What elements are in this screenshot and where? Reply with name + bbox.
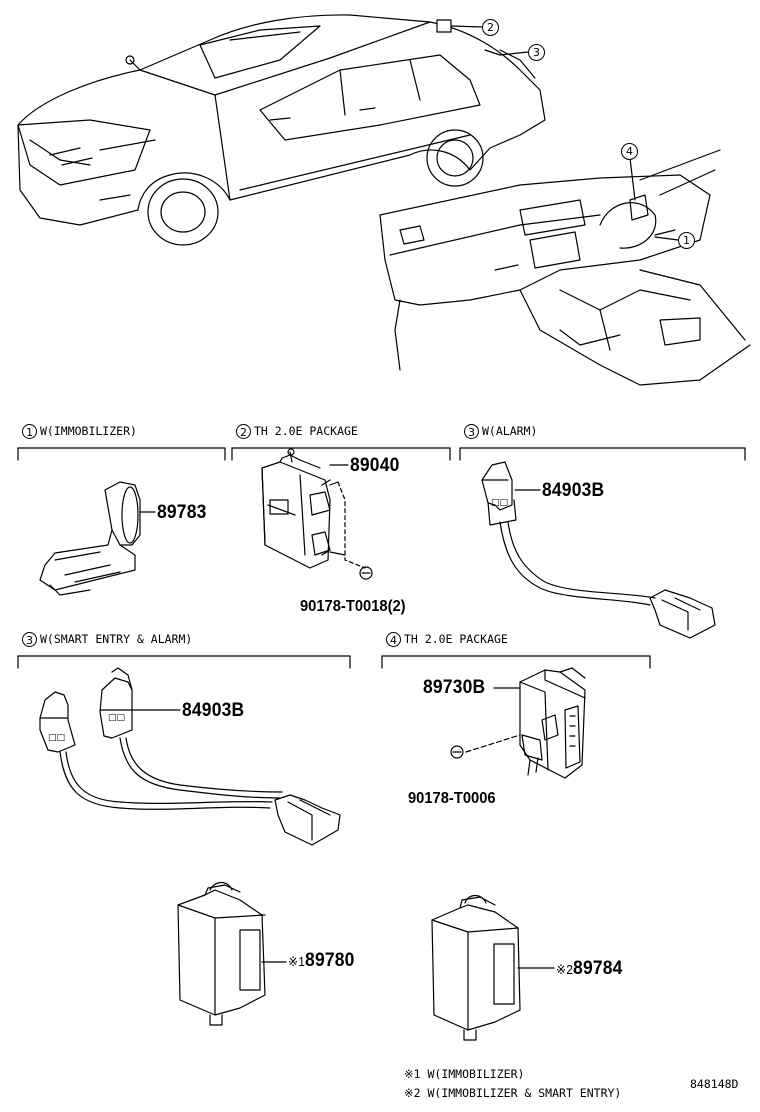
part-number-89040: 89040	[350, 455, 400, 476]
part-number-89783: 89783	[157, 502, 207, 523]
svg-text:□□: □□	[48, 733, 65, 743]
part-89040-drawing	[261, 448, 366, 569]
part-89730b-drawing	[519, 667, 586, 779]
callout-2: 2	[482, 19, 499, 36]
part-number-89784: ※289784	[556, 958, 623, 980]
svg-text:□□: □□	[108, 713, 125, 723]
note-mark-2: ※2	[556, 962, 574, 977]
section-label: TH 2.0E PACKAGE	[404, 632, 508, 646]
footnote-2: ※2 W(IMMOBILIZER & SMART ENTRY)	[404, 1086, 622, 1100]
svg-text:□□: □□	[491, 498, 508, 508]
callout-3: 3	[528, 44, 545, 61]
section-label: W(IMMOBILIZER)	[40, 424, 137, 438]
part-number-89784-value: 89784	[573, 958, 623, 979]
section-number: 2	[236, 424, 251, 439]
callout-4: 4	[621, 143, 638, 160]
part-84903b-alarm-drawing: □□	[481, 461, 716, 639]
part-number-84903b-smart: 84903B	[182, 700, 245, 721]
part-number-89730b: 89730B	[423, 677, 486, 698]
section-label: W(ALARM)	[482, 424, 538, 438]
section-label: TH 2.0E PACKAGE	[254, 424, 358, 438]
callout-1: 1	[678, 232, 695, 249]
part-number-89780: ※189780	[288, 950, 355, 972]
part-89784-drawing	[431, 894, 521, 1041]
part-number-84903b-alarm: 84903B	[542, 480, 605, 501]
part-89783-drawing	[39, 481, 141, 596]
footnote-1: ※1 W(IMMOBILIZER)	[404, 1067, 525, 1081]
part-number-90178-t0018: 90178-T0018(2)	[300, 598, 406, 615]
part-84903b-smart-drawing: □□ □□	[39, 667, 341, 846]
note-mark-1: ※1	[288, 954, 306, 969]
part-number-90178-t0006: 90178-T0006	[408, 790, 496, 807]
section-number: 1	[22, 424, 37, 439]
part-number-89780-value: 89780	[305, 950, 355, 971]
section-number: 3	[464, 424, 479, 439]
part-89780-drawing	[177, 881, 266, 1026]
diagram-code: 848148D	[690, 1077, 739, 1091]
bolt-90178-t0006	[450, 745, 464, 759]
section-number: 4	[386, 632, 401, 647]
dashboard-illustration	[379, 149, 751, 386]
car-illustration	[17, 14, 546, 246]
section-number: 3	[22, 632, 37, 647]
bolt-90178-t0018	[359, 566, 373, 580]
section-label: W(SMART ENTRY & ALARM)	[40, 632, 193, 646]
